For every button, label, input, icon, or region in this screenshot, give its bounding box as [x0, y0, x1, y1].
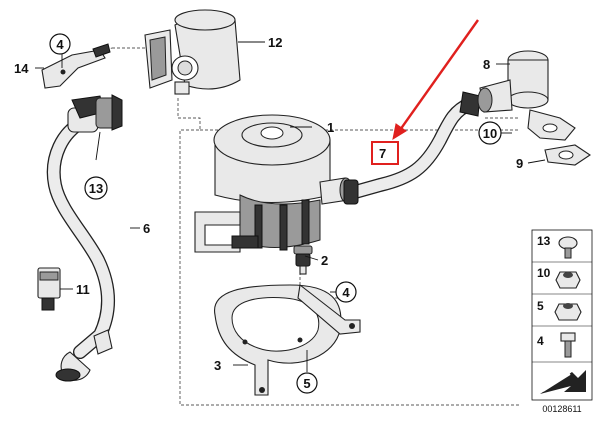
orientation-arrow-icon: [540, 370, 586, 394]
legend-num-4: 4: [537, 334, 544, 348]
fastener-legend: 13 10 5 4 00128611: [531, 229, 593, 414]
callout-12: 12: [268, 35, 282, 50]
callout-2: 2: [321, 253, 328, 268]
callout-14: 14: [14, 61, 29, 76]
callout-13-circle: [84, 176, 108, 200]
callout-1: 1: [327, 120, 334, 135]
legend-icon-13: [558, 236, 578, 259]
diagram-part-number: 00128611: [542, 404, 581, 414]
callout-labels: 1 2 3 4 4 5 6 7 8 9 10 11 12 13 14: [14, 33, 523, 394]
hose-7: [343, 91, 481, 205]
legend-icon-4: [560, 332, 576, 358]
callout-10: 10: [483, 126, 497, 141]
highlight-arrow: [371, 19, 479, 165]
callout-5-circle: [296, 372, 318, 394]
callout-4-right-circle: [335, 281, 357, 303]
legend-num-13: 13: [537, 234, 551, 248]
legend-num-10: 10: [537, 266, 551, 280]
legend-icon-10: [555, 271, 581, 289]
callout-11: 11: [76, 282, 90, 297]
hose-6: [46, 94, 123, 382]
callout-3: 3: [214, 358, 221, 373]
legend-icon-5: [554, 303, 582, 321]
gasket-9: [544, 144, 591, 166]
sensor-11: [37, 267, 61, 311]
callout-4-top: 4: [56, 37, 64, 52]
callout-5: 5: [303, 376, 310, 391]
callout-6: 6: [143, 221, 150, 236]
bracket-3: [214, 283, 361, 396]
grommet-2: [293, 245, 313, 275]
callout-4-top-circle: [49, 33, 71, 55]
bracket-14: [41, 43, 111, 89]
callout-7: 7: [379, 146, 386, 161]
callout-8: 8: [483, 57, 490, 72]
callout-10-circle: [478, 121, 502, 145]
callout-13: 13: [89, 181, 103, 196]
filter-housing-12: [144, 9, 241, 95]
highlight-box-7: [371, 141, 399, 165]
check-valve-8: [477, 50, 576, 141]
air-pump-1: [194, 114, 353, 253]
legend-num-5: 5: [537, 299, 544, 313]
callout-9: 9: [516, 156, 523, 171]
callout-4-right: 4: [342, 285, 350, 300]
